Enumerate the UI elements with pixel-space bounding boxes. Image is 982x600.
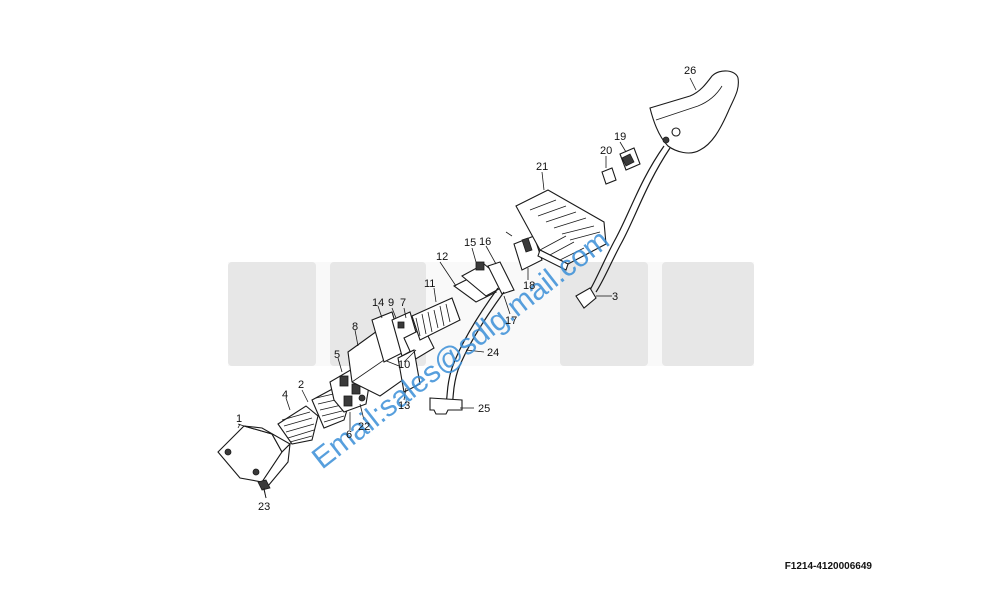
callout-8: 8: [352, 321, 358, 333]
leader-lines: [237, 77, 697, 499]
callout-22: 22: [358, 421, 370, 433]
callout-9: 9: [388, 297, 394, 309]
callout-5: 5: [334, 349, 340, 361]
callout-7: 7: [400, 297, 406, 309]
part-12-plate: [452, 261, 515, 303]
callout-16: 16: [479, 236, 491, 248]
part-19-switch: [619, 147, 641, 171]
callout-4: 4: [282, 389, 288, 401]
callout-19: 19: [614, 131, 626, 143]
callout-21: 21: [536, 161, 548, 173]
callout-20: 20: [600, 145, 612, 157]
part-18-bracket: [505, 231, 543, 271]
part-1-base-housing: [217, 423, 291, 487]
callout-2: 2: [298, 379, 304, 391]
callout-3: 3: [612, 291, 618, 303]
callout-26: 26: [684, 65, 696, 77]
callout-17: 17: [505, 315, 517, 327]
drawing-code: F1214-4120006649: [784, 561, 872, 572]
part-26-handle: [649, 70, 739, 154]
callout-18: 18: [523, 280, 535, 292]
callout-labels: 1 2 3 4 5 6 7 8 9 10 11 12 13 14 15 16 1…: [236, 65, 696, 513]
part-4-spring: [277, 405, 319, 445]
callout-14: 14: [372, 297, 384, 309]
callout-15: 15: [464, 237, 476, 249]
callout-1: 1: [236, 413, 242, 425]
callout-6: 6: [346, 429, 352, 441]
callout-13: 13: [398, 400, 410, 412]
part-21-bellows: [515, 189, 607, 271]
part-20-nut: [601, 167, 617, 185]
part-11-spring: [411, 297, 461, 341]
callout-10: 10: [398, 359, 410, 371]
callout-23: 23: [258, 501, 270, 513]
callout-24: 24: [487, 347, 499, 359]
callout-12: 12: [436, 251, 448, 263]
part-3-cable: [575, 145, 671, 309]
part-25-plug: [429, 397, 463, 415]
part-24-cable: [445, 287, 505, 405]
callout-11: 11: [424, 278, 435, 290]
callout-25: 25: [478, 403, 490, 415]
